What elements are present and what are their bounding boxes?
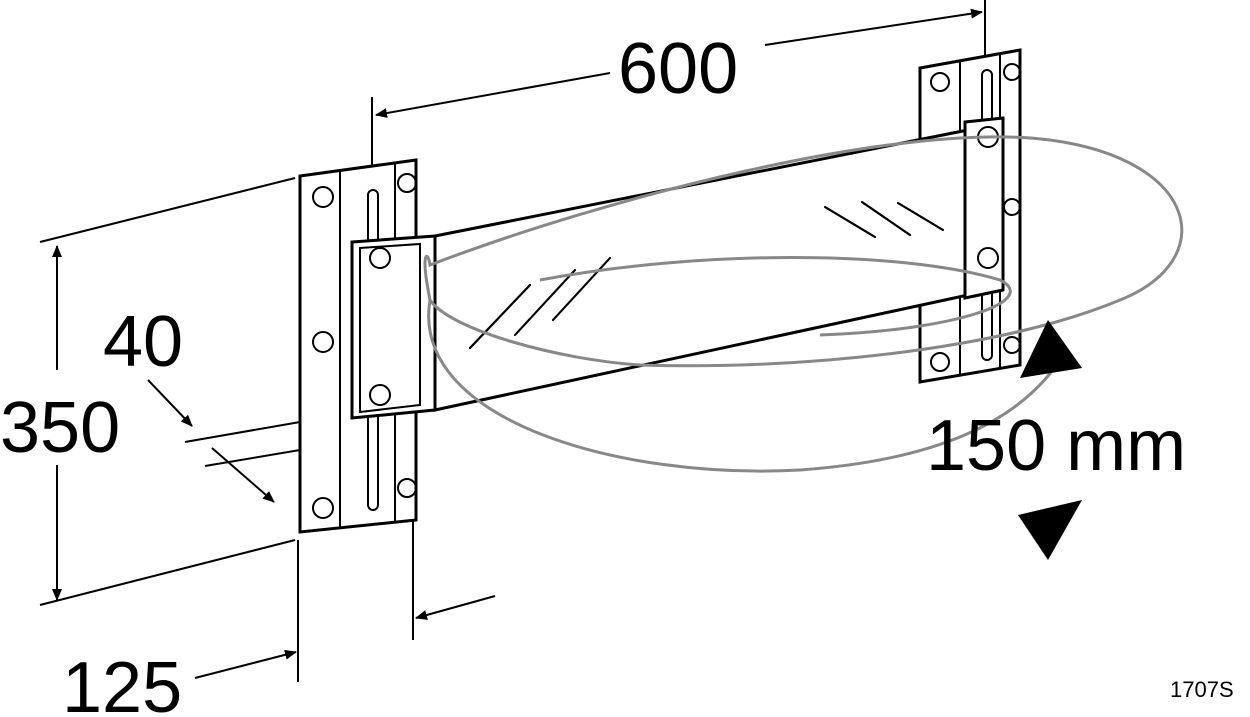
adjust-arrows xyxy=(1018,320,1082,560)
bracket-arm xyxy=(433,116,1005,412)
washbasin-outline xyxy=(423,135,1184,473)
extension-lines xyxy=(39,0,986,682)
dimension-600 xyxy=(375,8,983,118)
label-40: 40 xyxy=(103,302,183,382)
label-150mm: 150 mm xyxy=(926,406,1186,486)
dimension-40 xyxy=(147,379,275,503)
slots xyxy=(469,201,944,349)
label-350: 350 xyxy=(0,388,120,468)
label-600: 600 xyxy=(618,29,738,109)
clamp-plate xyxy=(350,234,437,420)
arrow-down-icon xyxy=(1018,500,1082,560)
dimension-125 xyxy=(194,595,496,679)
label-125: 125 xyxy=(62,648,182,717)
figure-code: 1707S xyxy=(1170,677,1234,702)
arrow-up-icon xyxy=(1020,320,1082,378)
